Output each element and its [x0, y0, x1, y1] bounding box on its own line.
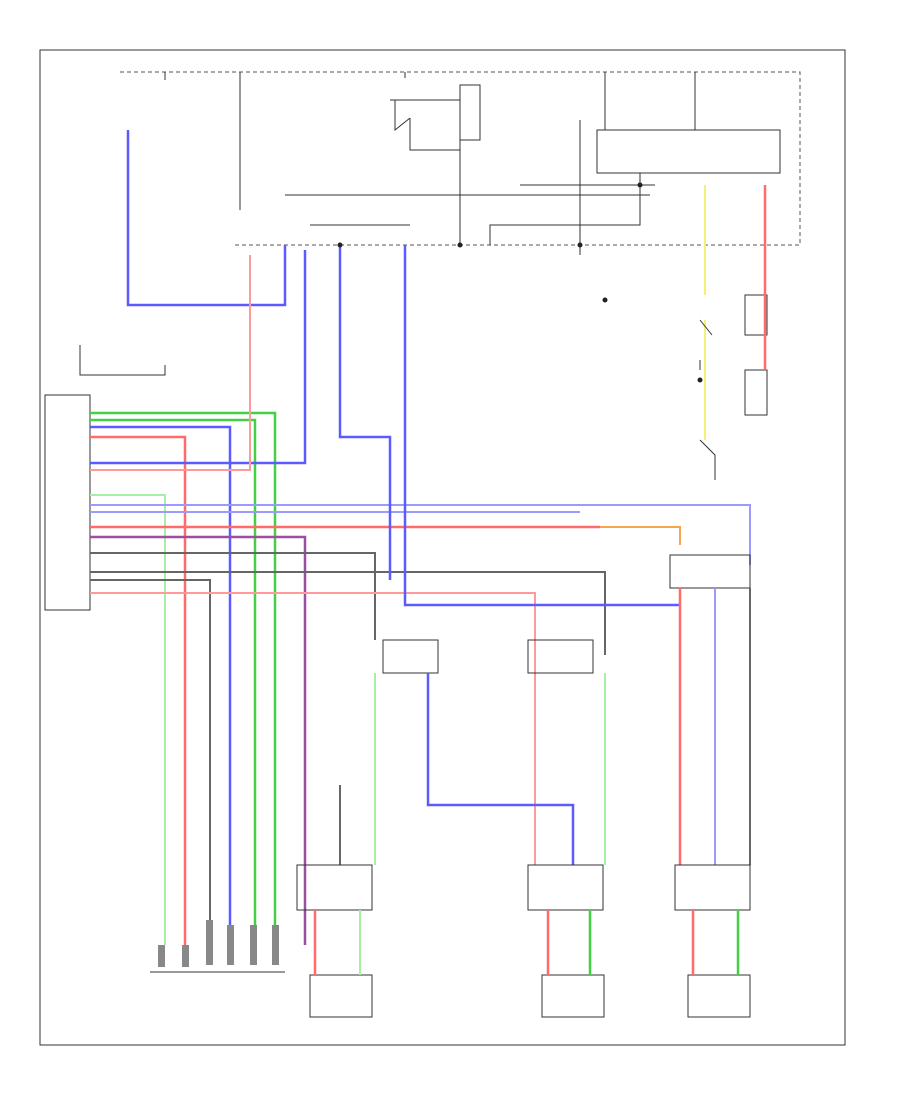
pcm-connector — [44, 394, 91, 611]
harness-violet — [90, 535, 307, 945]
harness-gray-1 — [90, 552, 376, 640]
switch-contacts-1 — [699, 319, 716, 480]
actuator-center — [541, 974, 605, 1018]
connector-pin — [250, 925, 257, 965]
relay-switch-contacts — [390, 99, 460, 151]
harness-green-1 — [90, 411, 277, 945]
diagram-frame — [39, 49, 846, 1046]
junction-dot — [337, 242, 343, 248]
connector-pin — [272, 925, 279, 965]
rear-switch-connector — [150, 920, 285, 973]
harness-pink-1 — [90, 255, 251, 471]
relay-left — [382, 639, 439, 674]
junction-dot — [457, 242, 463, 248]
harness-blue-1 — [90, 425, 232, 945]
junction-box-right — [669, 554, 751, 589]
right-switch-lower — [744, 369, 768, 416]
door-switch-center — [527, 864, 604, 911]
harness-orange — [600, 526, 681, 545]
main-relay — [459, 84, 481, 141]
harness-gray-2 — [90, 571, 606, 655]
door-switch-right — [674, 864, 751, 911]
harness-blue-2 — [90, 250, 307, 465]
harness-lgreen-1 — [90, 494, 166, 945]
actuator-right — [687, 974, 751, 1018]
door-switch-left — [296, 864, 373, 911]
harness-green-2 — [90, 418, 257, 945]
control-module — [596, 129, 781, 174]
harness-gray-3 — [90, 579, 211, 945]
pcm-ground-lead — [79, 345, 166, 376]
harness-pink-2 — [90, 592, 536, 865]
right-switch-upper — [744, 294, 768, 336]
actuator-left — [309, 974, 373, 1018]
junction-dot — [697, 377, 703, 383]
power-bus-top — [120, 71, 801, 246]
connector-pin — [206, 920, 213, 965]
sensor-wire-blue — [126, 130, 287, 307]
junction-dot — [637, 182, 643, 188]
relay-center — [527, 639, 594, 674]
connector-pin — [227, 925, 234, 965]
harness-lblue-1 — [90, 504, 751, 565]
harness-red-1 — [90, 435, 187, 945]
module-lead-c — [489, 173, 641, 245]
connector-pin — [158, 945, 165, 967]
bus-blue-2 — [403, 245, 680, 607]
bus-blue-1 — [338, 245, 392, 580]
junction-dot — [602, 297, 608, 303]
junction-dot — [577, 242, 583, 248]
connector-pin — [182, 945, 189, 967]
relay-left-blue — [426, 673, 575, 865]
